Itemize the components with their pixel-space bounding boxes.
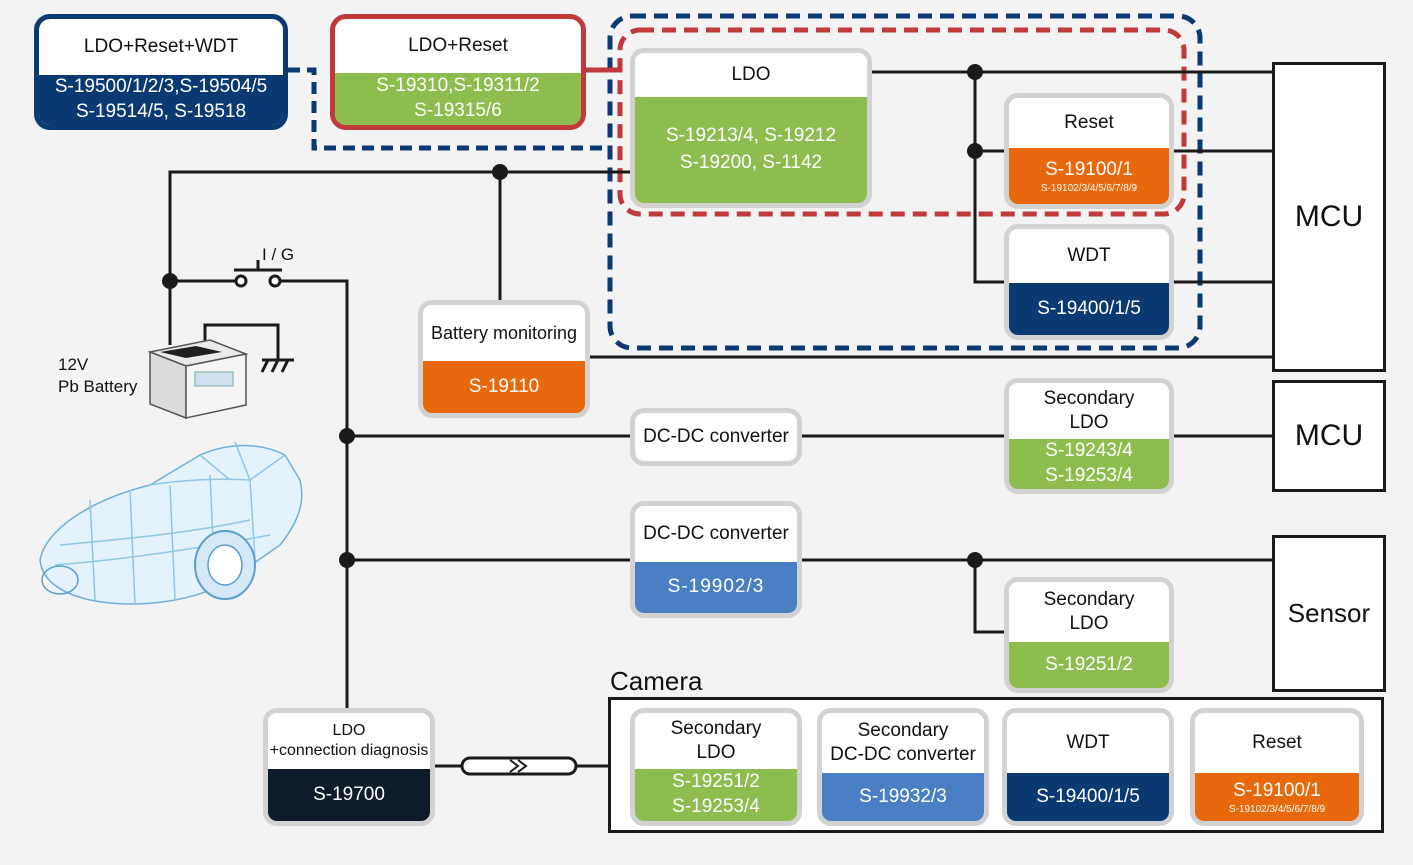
ldo-reset-wdt-block: LDO+Reset+WDT S-19500/1/2/3,S-19504/5 S-… — [34, 14, 288, 130]
ldo-reset-parts: S-19310,S-19311/2 S-19315/6 — [335, 73, 581, 125]
part-number: S-19251/2 — [1045, 653, 1133, 675]
junction-dots — [162, 64, 983, 568]
camera-secondary-ldo-title: Secondary LDO — [635, 713, 797, 769]
ldo-title: LDO — [635, 53, 867, 97]
part-number: S-19700 — [313, 783, 385, 805]
cable-icon — [460, 756, 578, 776]
power-wires — [168, 70, 1272, 768]
dcdc-converter-2: DC-DC converter S-19902/3 — [630, 501, 802, 618]
battery-type: Pb Battery — [58, 377, 138, 397]
camera-secondary-ldo-parts: S-19251/2 S-19253/4 — [635, 769, 797, 821]
camera-secondary-dcdc-parts: S-19932/3 — [822, 773, 984, 821]
camera-reset-title: Reset — [1195, 713, 1359, 773]
battery-monitoring-title: Battery monitoring — [423, 305, 585, 361]
wdt-title: WDT — [1009, 229, 1169, 283]
mcu-secondary: MCU — [1272, 380, 1386, 492]
reset-title: Reset — [1009, 98, 1169, 148]
camera-reset-parts: S-19100/1 S-19102/3/4/5/6/7/8/9 — [1195, 773, 1359, 821]
secondary-ldo-2-title: Secondary LDO — [1009, 582, 1169, 642]
ldo-reset-block: LDO+Reset S-19310,S-19311/2 S-19315/6 — [330, 14, 586, 130]
camera-wdt-title: WDT — [1007, 713, 1169, 773]
camera-wdt: WDT S-19400/1/5 — [1002, 708, 1174, 826]
part-number: S-19500/1/2/3,S-19504/5 — [54, 76, 268, 98]
blue-dashed-connector — [288, 67, 612, 151]
part-number: S-19251/2 — [672, 771, 760, 793]
ldo-parts: S-19213/4, S-19212 S-19200, S-1142 — [635, 97, 867, 203]
title-line: Secondary — [670, 718, 762, 740]
car-wireframe-image — [39, 441, 303, 606]
part-number: S-19102/3/4/5/6/7/8/9 — [1228, 804, 1326, 816]
ldo-diagnosis-title: LDO +connection diagnosis — [268, 713, 430, 769]
ldo-diagnosis-parts: S-19700 — [268, 769, 430, 821]
ldo-reset-wdt-title: LDO+Reset+WDT — [83, 36, 239, 57]
part-number: S-19400/1/5 — [1036, 785, 1140, 807]
title-line: Secondary — [1043, 589, 1135, 611]
ldo-block: LDO S-19213/4, S-19212 S-19200, S-1142 — [630, 48, 872, 208]
secondary-ldo-1-title: Secondary LDO — [1009, 383, 1169, 439]
title-line: LDO — [1069, 613, 1109, 634]
battery-voltage: 12V — [58, 355, 89, 374]
dcdc-converter-2-parts: S-19902/3 — [635, 562, 797, 613]
ldo-diagnosis-block: LDO +connection diagnosis S-19700 — [263, 708, 435, 826]
ground-icon — [260, 358, 294, 373]
title-line: LDO — [1069, 412, 1109, 433]
wdt-parts: S-19400/1/5 — [1009, 283, 1169, 335]
part-number: S-19213/4, S-19212 — [665, 125, 837, 147]
battery-monitoring-block: Battery monitoring S-19110 — [418, 300, 590, 418]
part-number: S-19253/4 — [672, 796, 760, 817]
ignition-switch-icon — [234, 260, 282, 288]
sensor-block: Sensor — [1272, 535, 1386, 692]
part-number: S-19902/3 — [667, 576, 765, 598]
ig-label: I / G — [262, 245, 295, 264]
part-number: S-19110 — [468, 375, 540, 397]
mcu-main: MCU — [1272, 62, 1386, 372]
camera-reset: Reset S-19100/1 S-19102/3/4/5/6/7/8/9 — [1190, 708, 1364, 826]
part-number: S-19100/1 — [1233, 779, 1321, 801]
red-dashed-group — [617, 27, 1187, 217]
part-number: S-19310,S-19311/2 — [376, 75, 540, 97]
title-line: LDO — [332, 722, 366, 739]
title-line: DC-DC converter — [830, 744, 976, 765]
title-line: Secondary — [857, 720, 949, 742]
battery-label: 12V Pb Battery — [58, 354, 137, 398]
title-line: LDO — [696, 742, 736, 763]
reset-parts: S-19100/1 S-19102/3/4/5/6/7/8/9 — [1009, 148, 1169, 204]
battery-icon — [147, 339, 249, 420]
blue-dashed-group — [607, 13, 1203, 351]
battery-monitoring-parts: S-19110 — [423, 361, 585, 413]
ldo-reset-wdt-parts: S-19500/1/2/3,S-19504/5 S-19514/5, S-195… — [39, 75, 283, 125]
part-number: S-19243/4 — [1045, 440, 1133, 462]
part-number: S-19400/1/5 — [1037, 297, 1141, 319]
camera-secondary-dcdc-title: Secondary DC-DC converter — [822, 713, 984, 773]
part-number: S-19932/3 — [859, 785, 947, 807]
camera-label: Camera — [610, 666, 703, 696]
ldo-reset-title: LDO+Reset — [408, 35, 508, 56]
camera-secondary-ldo: Secondary LDO S-19251/2 S-19253/4 — [630, 708, 802, 826]
title-line: +connection diagnosis — [269, 742, 429, 759]
part-number: S-19315/6 — [414, 100, 502, 121]
camera-secondary-dcdc: Secondary DC-DC converter S-19932/3 — [817, 708, 989, 826]
part-number: S-19100/1 — [1045, 158, 1133, 180]
secondary-ldo-1-parts: S-19243/4 S-19253/4 — [1009, 439, 1169, 489]
secondary-ldo-2-block: Secondary LDO S-19251/2 — [1004, 577, 1174, 693]
secondary-ldo-1-block: Secondary LDO S-19243/4 S-19253/4 — [1004, 378, 1174, 494]
part-number: S-19200, S-1142 — [679, 152, 823, 173]
dcdc-converter-2-title: DC-DC converter — [635, 506, 797, 562]
part-number: S-19102/3/4/5/6/7/8/9 — [1040, 183, 1138, 195]
camera-wdt-parts: S-19400/1/5 — [1007, 773, 1169, 821]
wdt-block: WDT S-19400/1/5 — [1004, 224, 1174, 340]
dcdc-converter-1-title: DC-DC converter — [643, 426, 789, 447]
dcdc-converter-1: DC-DC converter — [630, 408, 802, 466]
title-line: Secondary — [1043, 388, 1135, 410]
part-number: S-19253/4 — [1045, 465, 1133, 486]
secondary-ldo-2-parts: S-19251/2 — [1009, 642, 1169, 688]
part-number: S-19514/5, S-19518 — [75, 101, 247, 122]
reset-block: Reset S-19100/1 S-19102/3/4/5/6/7/8/9 — [1004, 93, 1174, 209]
